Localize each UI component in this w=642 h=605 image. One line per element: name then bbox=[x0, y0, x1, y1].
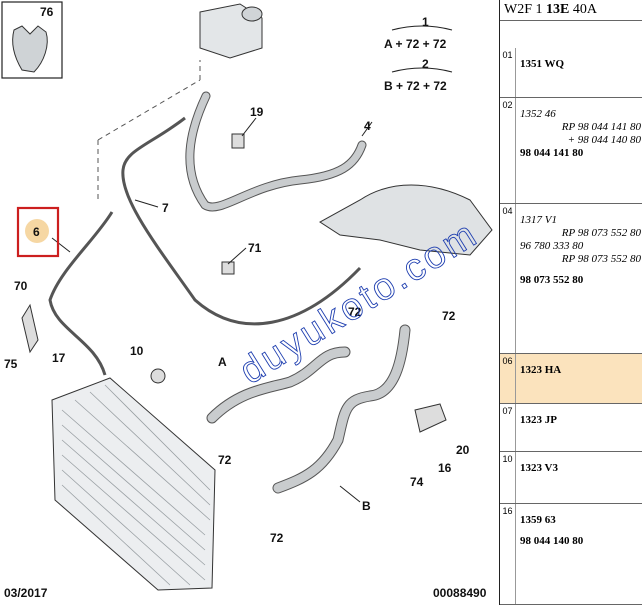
clamp-10-drawing bbox=[150, 368, 166, 384]
callout-72-a: 72 bbox=[348, 305, 362, 319]
callout-16: 16 bbox=[438, 461, 452, 475]
part-row-number: 10 bbox=[500, 452, 516, 503]
part-row-07[interactable]: 07 1323 JP bbox=[500, 404, 642, 452]
pipe-7-drawing bbox=[121, 116, 362, 326]
part-row-06[interactable]: 06 1323 HA bbox=[500, 354, 642, 404]
leader-71 bbox=[227, 247, 247, 265]
leader-7 bbox=[134, 199, 159, 208]
callout-b: B bbox=[362, 499, 371, 513]
callout-71: 71 bbox=[248, 241, 262, 255]
callout-75: 75 bbox=[4, 357, 18, 371]
header-suffix: 40A bbox=[569, 2, 597, 17]
part-number-text: 1352 46 bbox=[520, 108, 556, 120]
part-number-text: RP 98 073 552 80 bbox=[561, 253, 641, 265]
callout-a: A bbox=[218, 355, 227, 369]
callout-74: 74 bbox=[410, 475, 424, 489]
part-number-text: 98 073 552 80 bbox=[520, 274, 584, 286]
callout-72-d: 72 bbox=[270, 531, 284, 545]
header-bold: 13E bbox=[546, 2, 570, 17]
part-row-10[interactable]: 10 1323 V3 bbox=[500, 452, 642, 504]
hose-b-drawing bbox=[273, 325, 410, 493]
inset-label: 76 bbox=[40, 5, 54, 19]
formula-2-number: 2 bbox=[422, 57, 429, 71]
callout-4: 4 bbox=[364, 119, 371, 133]
clip-part-drawing bbox=[12, 25, 48, 73]
leader-19 bbox=[241, 117, 257, 137]
part-row-02[interactable]: 02 1352 46 RP 98 044 141 80+ 98 044 140 80… bbox=[500, 98, 642, 204]
callout-10: 10 bbox=[130, 344, 144, 358]
callout-19: 19 bbox=[250, 105, 264, 119]
highlight-dot-6 bbox=[25, 219, 49, 243]
callout-7: 7 bbox=[162, 201, 169, 215]
part-number-text: 1359 63 bbox=[520, 514, 556, 526]
part-number-text: 96 780 333 80 bbox=[520, 240, 584, 252]
formula-1-number: 1 bbox=[422, 15, 429, 29]
formula-2: B + 72 + 72 bbox=[384, 79, 447, 93]
part-row-body: 1323 V3 bbox=[520, 462, 641, 475]
part-row-number: 01 bbox=[500, 48, 516, 97]
callout-72-c: 72 bbox=[218, 453, 232, 467]
leader-4 bbox=[361, 121, 373, 137]
part-row-01[interactable]: 01 1351 WQ bbox=[500, 48, 642, 98]
hose-4-outline bbox=[185, 91, 367, 212]
part-row-number: 02 bbox=[500, 98, 516, 203]
part-row-number: 06 bbox=[500, 354, 516, 403]
callout-20: 20 bbox=[456, 443, 470, 457]
clip-71-drawing bbox=[221, 261, 235, 275]
part-number-text: 1323 JP bbox=[520, 414, 557, 426]
thermostat-housing-drawing bbox=[319, 184, 493, 256]
callout-6: 6 bbox=[33, 225, 40, 239]
dashed-routing-lines bbox=[97, 60, 201, 200]
leader-b bbox=[339, 485, 361, 503]
part-row-number: 07 bbox=[500, 404, 516, 451]
part-number-text: RP 98 044 141 80 bbox=[561, 121, 641, 133]
header-prefix: W2F 1 bbox=[504, 2, 546, 17]
part-number-text: 98 044 140 80 bbox=[520, 535, 584, 547]
part-row-number: 16 bbox=[500, 504, 516, 604]
parts-list-panel: W2F 1 13E 40A 01 1351 WQ 02 1352 46 RP 98 04… bbox=[499, 0, 642, 605]
part-row-number: 04 bbox=[500, 204, 516, 353]
callout-70: 70 bbox=[14, 279, 28, 293]
part-number-text: RP 98 073 552 80 bbox=[561, 227, 641, 239]
callout-17: 17 bbox=[52, 351, 66, 365]
part-number-text: 1351 WQ bbox=[520, 58, 565, 70]
part-row-body: 1359 63 98 044 140 80 bbox=[520, 514, 641, 548]
watermark: duyukoto.com bbox=[233, 213, 486, 393]
formula-2-brace bbox=[391, 67, 453, 73]
hose-a-drawing bbox=[207, 347, 350, 423]
highlight-box-6 bbox=[16, 206, 60, 258]
clip-19-drawing bbox=[231, 133, 245, 149]
drawing-number: 00088490 bbox=[433, 586, 487, 600]
bracket-20-drawing bbox=[414, 403, 447, 433]
part-number-text: 1317 V1 bbox=[520, 214, 557, 226]
part-row-16[interactable]: 16 1359 63 98 044 140 80 bbox=[500, 504, 642, 605]
formula-1: A + 72 + 72 bbox=[384, 37, 447, 51]
hose-4-drawing bbox=[186, 92, 366, 211]
parts-diagram: 76 1 A + 72 + 72 2 B + 72 + 72 4 19 7 71… bbox=[1, 1, 493, 600]
part-number-text: 1323 HA bbox=[520, 364, 562, 376]
leader-6 bbox=[51, 237, 71, 253]
callout-72-b: 72 bbox=[442, 309, 456, 323]
date-code: 03/2017 bbox=[4, 586, 48, 600]
bracket-17-drawing bbox=[21, 303, 39, 354]
tank-cap-drawing bbox=[241, 6, 263, 22]
part-row-body: 1323 JP bbox=[520, 414, 641, 427]
parts-list-header: W2F 1 13E 40A bbox=[500, 0, 642, 21]
part-number-text: + 98 044 140 80 bbox=[567, 134, 641, 146]
diagram-canvas: 76 1 A + 72 + 72 2 B + 72 + 72 4 19 7 71… bbox=[1, 1, 493, 600]
formula-1-brace bbox=[391, 25, 453, 31]
part-number-text: 1323 V3 bbox=[520, 462, 558, 474]
radiator-drawing bbox=[51, 377, 216, 591]
part-row-body: 1323 HA bbox=[520, 364, 641, 377]
part-row-body: 1351 WQ bbox=[520, 58, 641, 71]
part-number-text: 98 044 141 80 bbox=[520, 147, 584, 159]
pipe-6-drawing bbox=[48, 211, 114, 376]
